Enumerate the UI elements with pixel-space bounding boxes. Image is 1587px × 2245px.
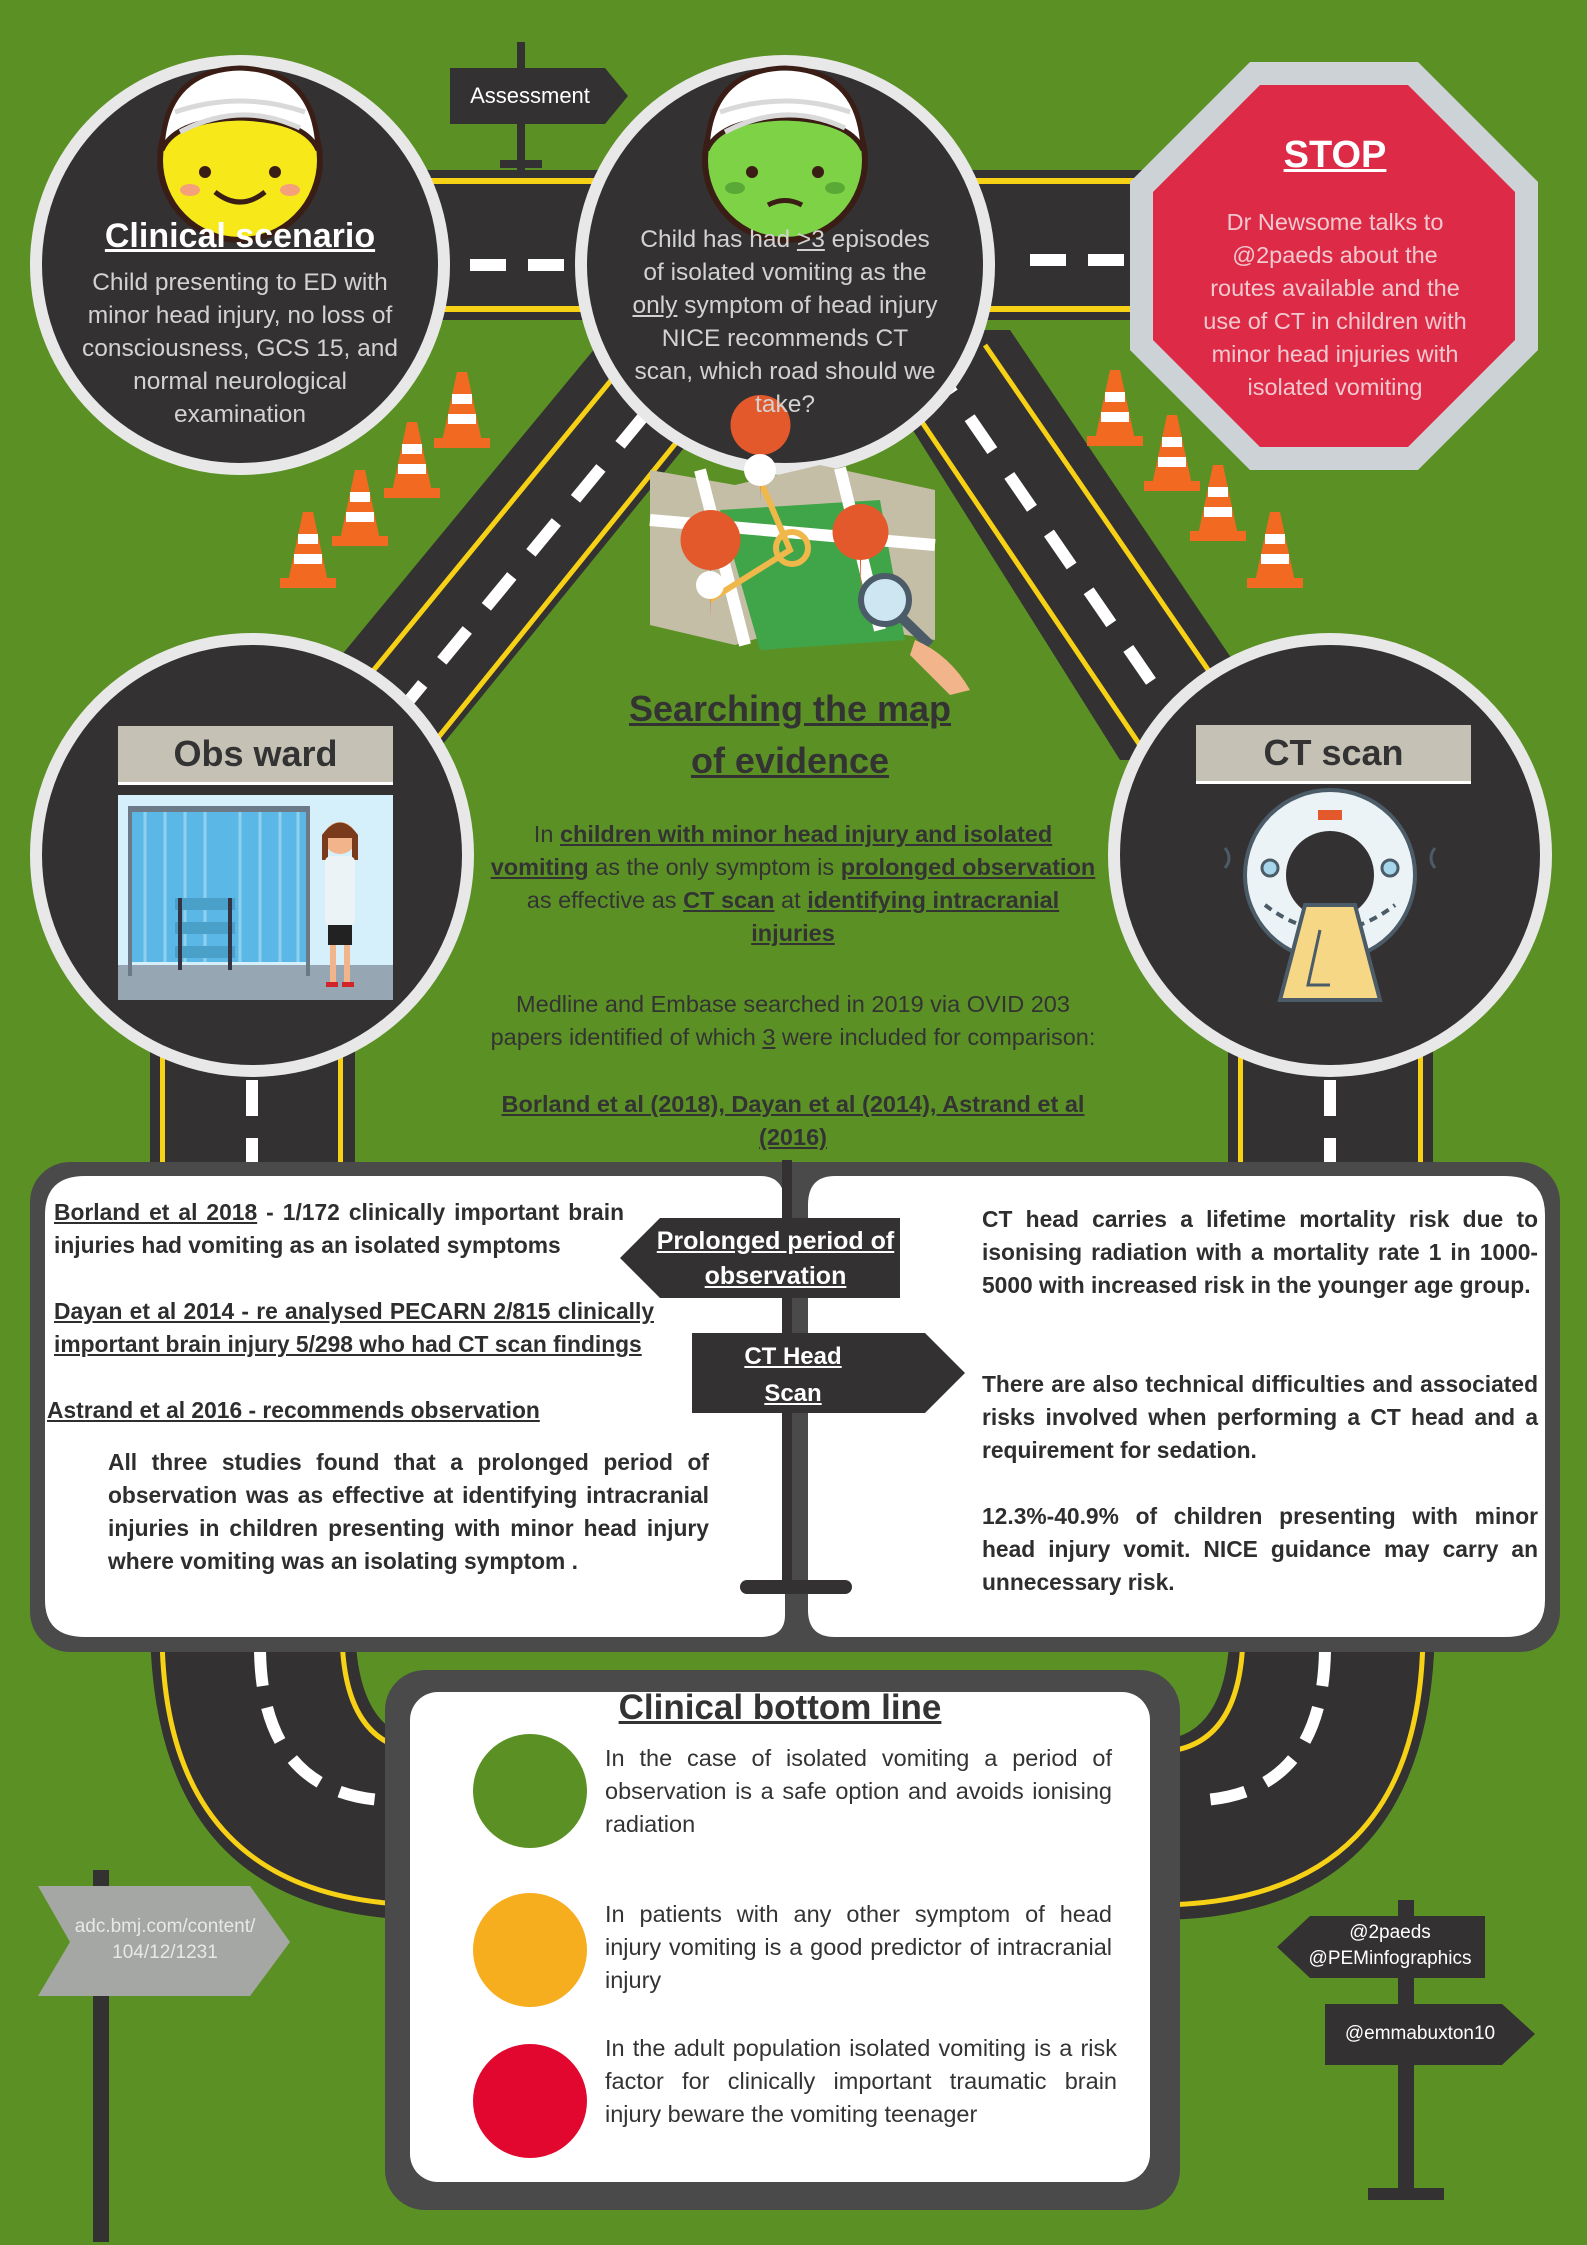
evidence-title: Searching the map of evidence xyxy=(560,683,1020,787)
reference-link[interactable]: adc.bmj.com/content/104/12/1231 xyxy=(74,1916,256,1963)
astrand-finding: Astrand et al 2016 - recommends observat… xyxy=(47,1397,540,1423)
question-part-1: Child has had xyxy=(640,226,797,253)
bottom-line-title: Clinical bottom line xyxy=(618,1688,942,1727)
ct-mortality-risk: CT head carries a lifetime mortality ris… xyxy=(982,1206,1538,1298)
handles-signpost xyxy=(1277,1900,1535,2200)
reference-signpost xyxy=(38,1870,290,2242)
ct-technical-difficulties: There are also technical difficulties an… xyxy=(982,1371,1538,1463)
bottom-line-item-red: In the adult population isolated vomitin… xyxy=(470,2035,1130,2190)
sad-bandaged-face-icon xyxy=(702,65,868,243)
traffic-cones-right xyxy=(1087,370,1303,588)
eq-t5: as effective as xyxy=(526,887,684,913)
question-gt3: >3 xyxy=(796,226,825,253)
stop-text: Dr Newsome talks to @2paeds about the ro… xyxy=(1203,209,1467,400)
question-text: Child has had >3 episodes of isolated vo… xyxy=(630,223,940,421)
evidence-search: Medline and Embase searched in 2019 via … xyxy=(488,988,1098,1054)
eq-comparison: CT scan xyxy=(683,887,775,913)
dayan-finding: Dayan et al 2014 - re analysed PECARN 2/… xyxy=(54,1298,654,1357)
eq-population: children with minor head injury and isol… xyxy=(490,821,1053,880)
eq-t3: as the only symptom is xyxy=(588,854,841,880)
eq-intervention: prolonged observation xyxy=(840,854,1096,880)
assessment-sign: Assessment xyxy=(470,83,590,108)
green-circle-icon xyxy=(473,1734,587,1848)
eq-outcome: identifying intracranial injuries xyxy=(751,887,1060,946)
left-panel-summary: All three studies found that a prolonged… xyxy=(108,1449,709,1574)
vomiting-prevalence: 12.3%-40.9% of children presenting with … xyxy=(982,1503,1538,1595)
scenario-text: Child presenting to ED with minor head i… xyxy=(82,269,398,428)
twitter-handles[interactable]: @2paeds @PEMinfographics xyxy=(1308,1922,1472,1969)
scenario-title: Clinical scenario xyxy=(104,217,376,255)
ct-head-scan-sign: CT Head Scan xyxy=(744,1343,842,1407)
bottom-curved-roads xyxy=(150,1620,1435,1920)
assessment-signpost xyxy=(450,42,628,172)
obs-ward-label: Obs ward xyxy=(118,726,393,785)
stop-title: STOP xyxy=(1283,134,1387,176)
question-part-2: episodes of isolated vomiting as the xyxy=(643,226,930,286)
search-text-3: were included for comparison: xyxy=(775,1024,1096,1050)
search-count: 3 xyxy=(762,1024,776,1050)
question-circle xyxy=(587,67,983,463)
map-icon xyxy=(649,395,970,695)
amber-circle-icon xyxy=(473,1893,587,2007)
ct-scan-label: CT scan xyxy=(1196,725,1471,784)
stop-sign xyxy=(1130,62,1538,470)
evidence-references: Borland et al (2018), Dayan et al (2014)… xyxy=(501,1091,1085,1150)
search-text-1: Medline and Embase searched in 2019 via … xyxy=(490,991,1070,1050)
hospital-ward-illustration xyxy=(118,795,393,1000)
author-handle[interactable]: @emmabuxton10 xyxy=(1344,2023,1496,2044)
bottom-line-text-2: In patients with any other symptom of he… xyxy=(605,1901,1112,1993)
question-only: only xyxy=(632,292,678,319)
question-part-3: symptom of head injury NICE recommends C… xyxy=(634,292,938,418)
bottom-line-text-3: In the adult population isolated vomitin… xyxy=(605,2035,1117,2127)
bottom-line-item-green: In the case of isolated vomiting a perio… xyxy=(470,1730,1130,1860)
traffic-cones-left xyxy=(280,372,490,588)
borland-text: - 1/172 clinically important brain injur… xyxy=(54,1199,624,1258)
scenario-circle xyxy=(42,67,438,463)
evidence-question: In children with minor head injury and i… xyxy=(488,818,1098,950)
middle-panels xyxy=(30,1160,1560,1652)
evidence-title-line1: Searching the map xyxy=(628,688,952,729)
red-circle-icon xyxy=(473,2044,587,2158)
eq-t7: at xyxy=(774,887,808,913)
bottom-line-item-amber: In patients with any other symptom of he… xyxy=(470,1888,1130,2018)
eq-t1: In xyxy=(533,821,560,847)
borland-finding: Borland et al 2018 - 1/172 clinically im… xyxy=(54,1196,624,1262)
prolonged-observation-sign: Prolonged period of observation xyxy=(656,1227,895,1290)
borland-ref: Borland et al 2018 xyxy=(54,1199,258,1225)
bottom-line-text-1: In the case of isolated vomiting a perio… xyxy=(605,1745,1112,1837)
happy-bandaged-face-icon xyxy=(157,65,323,243)
ct-scanner-illustration xyxy=(1223,788,1437,1002)
evidence-title-line2: of evidence xyxy=(690,740,890,781)
